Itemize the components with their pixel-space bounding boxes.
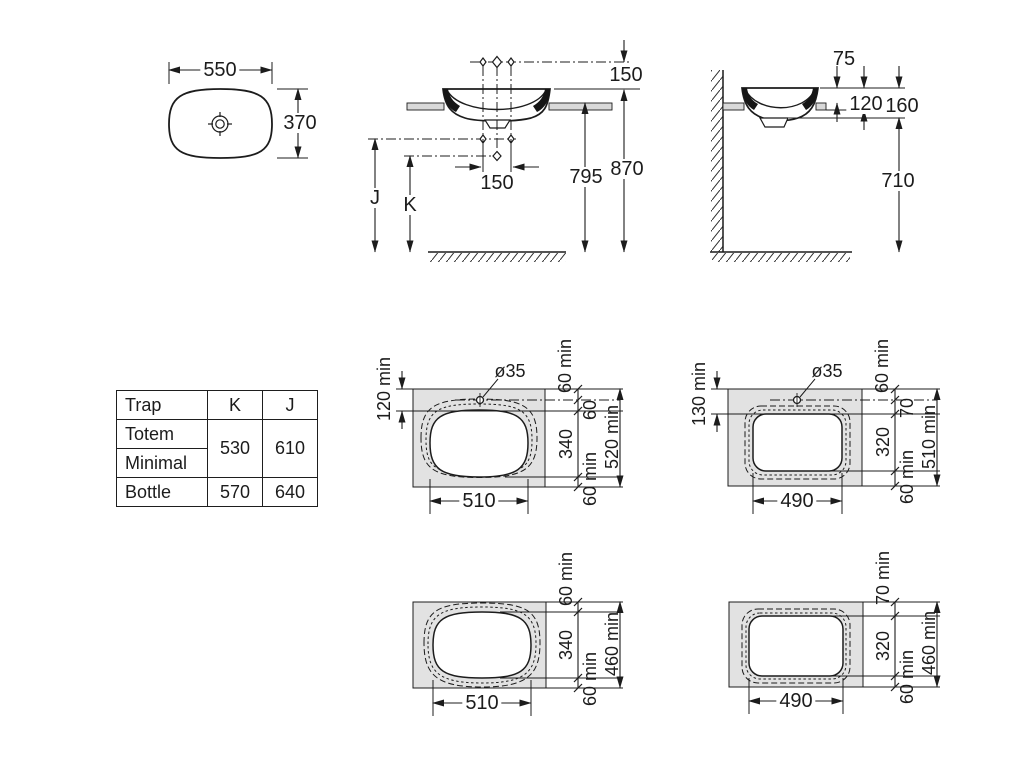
side-counter-right <box>815 102 827 111</box>
trap-minimal: Minimal <box>116 448 208 478</box>
dim-back-min: 60 min <box>556 551 576 607</box>
dim-basin-width: 550 <box>200 60 240 80</box>
dim-cut-width: 510 <box>462 693 502 713</box>
dim-cut-depth: 340 <box>556 629 576 661</box>
header-j: J <box>262 390 318 420</box>
side-clamp-right <box>802 88 818 110</box>
dim-overall-min: 510 min <box>919 404 939 470</box>
counter-bar-right <box>548 102 613 111</box>
bottle-j: 640 <box>262 477 318 507</box>
wall-hatch <box>711 70 723 252</box>
counter-bar-left <box>406 102 445 111</box>
dim-overall-min: 460 min <box>919 610 939 676</box>
trap-dimensions-table: Trap K J Totem 530 610 Minimal Bottle 57… <box>116 390 318 507</box>
dim-front-edge-min: 60 min <box>897 449 917 505</box>
cutout-oval-tap <box>396 371 624 514</box>
clamp-left <box>443 89 460 112</box>
dim-cut-width: 510 <box>459 491 499 511</box>
trap-bottle: Bottle <box>116 477 208 507</box>
hole-leader <box>482 378 499 398</box>
trap-totem: Totem <box>116 419 208 449</box>
dim-lines <box>748 597 941 714</box>
hole-leader <box>799 378 816 398</box>
dim-front-edge-min: 60 min <box>897 649 917 705</box>
dim-tap-above-rim: 150 <box>606 65 646 85</box>
header-k: K <box>207 390 263 420</box>
totem-minimal-k: 530 <box>207 419 263 478</box>
dim-clearance-height: 710 <box>878 171 918 191</box>
tap-centerlines <box>368 61 630 157</box>
side-drain <box>758 117 789 128</box>
basin-top-outline <box>168 88 273 159</box>
dim-j-label: J <box>367 188 383 208</box>
cutout-line <box>748 615 844 677</box>
dim-counter-height: 795 <box>566 167 606 187</box>
hole-diameter-label: ø35 <box>494 361 526 381</box>
front-view <box>368 40 640 262</box>
side-counter-left <box>722 102 745 111</box>
dim-back-min: 70 min <box>873 550 893 606</box>
dim-back-min: 60 min <box>872 338 892 394</box>
dim-front-min: 120 min <box>374 356 394 422</box>
dim-cut-width: 490 <box>777 491 817 511</box>
front-dim-lines <box>371 40 640 253</box>
dim-k-label: K <box>400 195 420 215</box>
dim-cut-depth: 320 <box>873 426 893 458</box>
tap-hole-markers <box>479 55 515 162</box>
dim-overall-min: 460 min <box>602 611 622 677</box>
dim-back-min: 60 min <box>555 338 575 394</box>
dim-cut-width: 490 <box>776 691 816 711</box>
table-row: Totem 530 610 <box>116 419 318 478</box>
table-row: Minimal <box>116 448 318 478</box>
dim-lines <box>711 371 941 514</box>
cutout-rect-tap <box>711 371 941 514</box>
cutout-line <box>752 413 843 472</box>
dim-front-edge-min: 60 min <box>580 451 600 507</box>
dim-overall-min: 520 min <box>602 404 622 470</box>
dim-basin-height: 160 <box>882 96 922 116</box>
side-clamp-left <box>742 88 758 110</box>
side-floor-hatch <box>712 253 850 262</box>
totem-minimal-j: 610 <box>262 419 318 478</box>
drain-symbol <box>208 112 232 136</box>
dim-total-height: 870 <box>607 159 647 179</box>
dim-cut-depth: 320 <box>873 630 893 662</box>
hole-diameter-label: ø35 <box>811 361 843 381</box>
bottle-k: 570 <box>207 477 263 507</box>
header-trap: Trap <box>116 390 208 420</box>
front-floor-hatch <box>430 253 566 262</box>
dim-basin-depth: 370 <box>280 113 320 133</box>
cutout-line <box>429 409 529 478</box>
table-row: Bottle 570 640 <box>116 477 318 507</box>
dim-rim-above-counter: 75 <box>832 48 856 70</box>
dim-rim-to-fixing: 120 <box>846 94 886 114</box>
cutout-oval-plain <box>412 597 624 716</box>
cutout-line <box>432 611 532 679</box>
table-header-row: Trap K J <box>116 390 318 420</box>
dim-hole-to-cut: 70 <box>897 397 917 419</box>
cutout-rect-plain <box>728 597 941 714</box>
clamp-right <box>533 89 550 112</box>
dim-cut-depth: 340 <box>556 428 576 460</box>
dim-front-edge-min: 60 min <box>580 651 600 707</box>
dim-front-min: 130 min <box>689 361 709 427</box>
dim-hole-spacing: 150 <box>477 173 517 193</box>
dim-hole-to-cut: 60 <box>580 399 600 421</box>
